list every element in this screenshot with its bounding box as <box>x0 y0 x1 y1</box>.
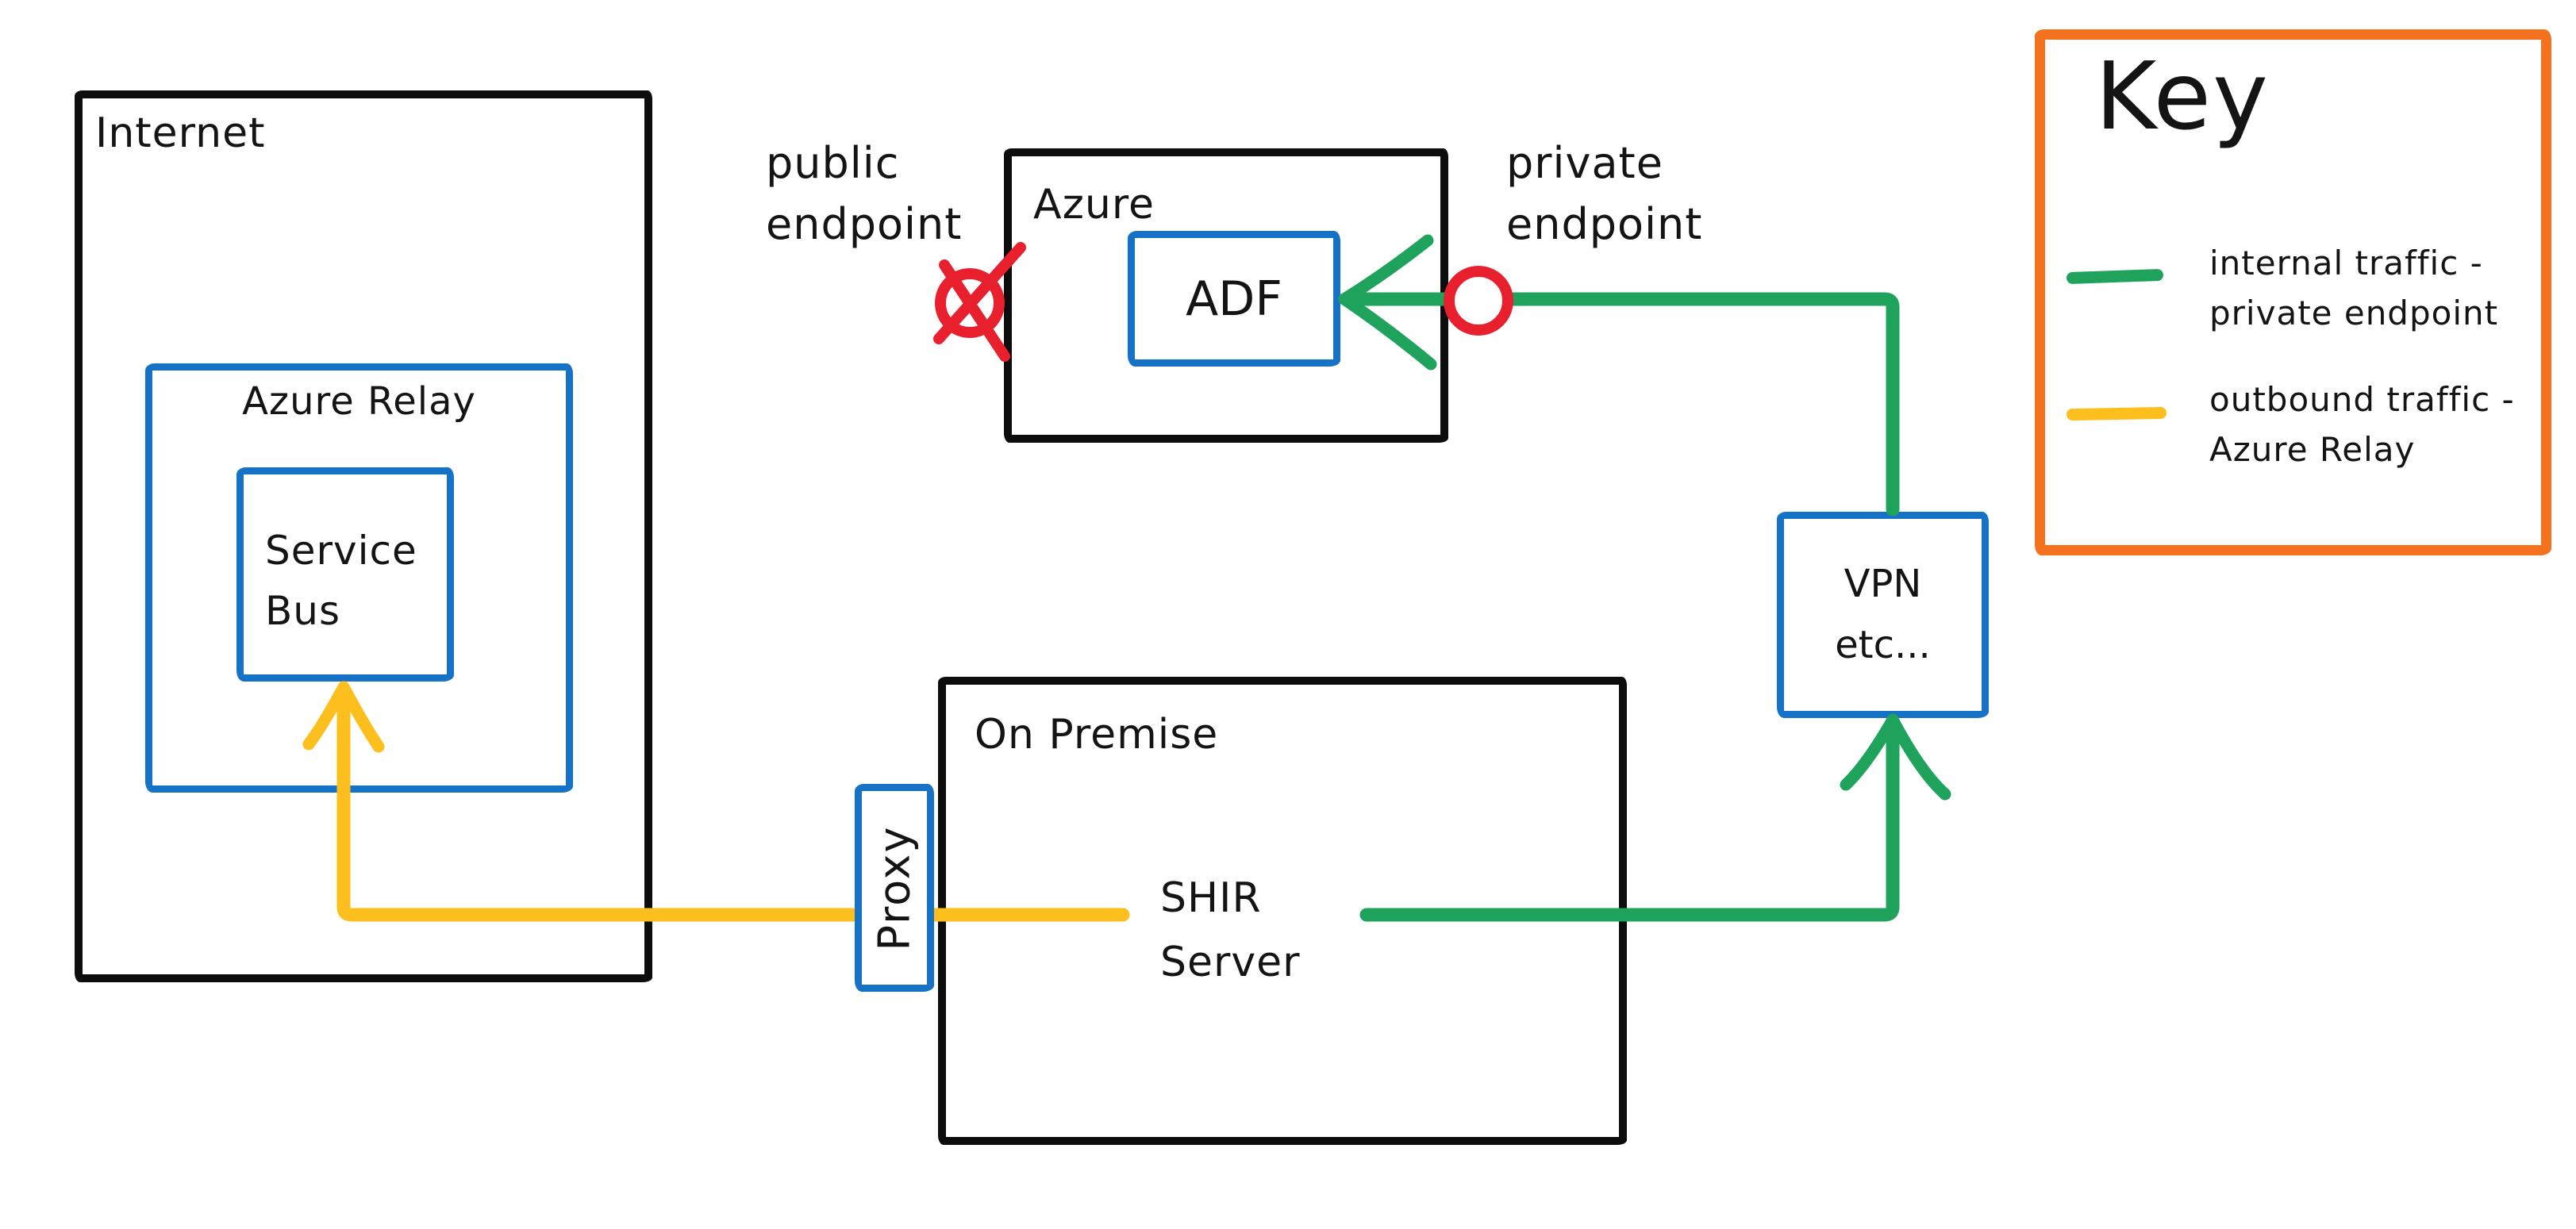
internet-label: Internet <box>95 109 266 157</box>
key-title: Key <box>2095 41 2270 151</box>
adf-box <box>1128 231 1340 367</box>
vpn-label-line2: etc... <box>1835 623 1931 667</box>
legend-yellow-swatch <box>2066 406 2167 421</box>
service-bus-box <box>236 467 454 682</box>
service-bus-label-line2: Bus <box>265 588 341 634</box>
vpn-label-line1: VPN <box>1844 562 1922 607</box>
azure-relay-label: Azure Relay <box>242 379 476 424</box>
shir-label-line1: SHIR <box>1160 874 1262 922</box>
on-premise-label: On Premise <box>975 711 1219 759</box>
legend-entry-internal-traffic: internal traffic - private endpoint <box>2209 244 2499 332</box>
adf-label: ADF <box>1186 271 1282 327</box>
vpn-box <box>1777 512 1989 718</box>
legend-entry-outbound-traffic: outbound traffic - Azure Relay <box>2209 380 2515 469</box>
service-bus-label-line1: Service <box>265 528 417 574</box>
private-endpoint-icon <box>1444 266 1513 336</box>
private-endpoint-label: private endpoint <box>1506 138 1703 249</box>
blocked-public-endpoint-icon <box>933 242 1026 362</box>
key-box <box>2035 29 2551 555</box>
vpn-label: VPN etc... <box>1777 512 1989 718</box>
service-bus-label: Service Bus <box>265 520 417 641</box>
yellow-arrowhead <box>302 681 350 751</box>
public-endpoint-label: public endpoint <box>766 138 963 249</box>
green-arrowhead-vpn <box>1840 713 1899 791</box>
azure-label: Azure <box>1033 181 1155 229</box>
shir-server-label: SHIR Server <box>1160 866 1301 994</box>
outbound-traffic-arrow <box>302 681 1130 922</box>
internal-traffic-arrow-vpn-to-adf <box>1338 234 1900 517</box>
proxy-label: Proxy <box>869 825 920 951</box>
internal-traffic-arrow-shir-to-vpn <box>1359 713 1951 922</box>
proxy-box: Proxy <box>855 784 934 992</box>
shir-label-line2: Server <box>1160 938 1301 986</box>
green-arrowhead-adf <box>1338 234 1434 305</box>
